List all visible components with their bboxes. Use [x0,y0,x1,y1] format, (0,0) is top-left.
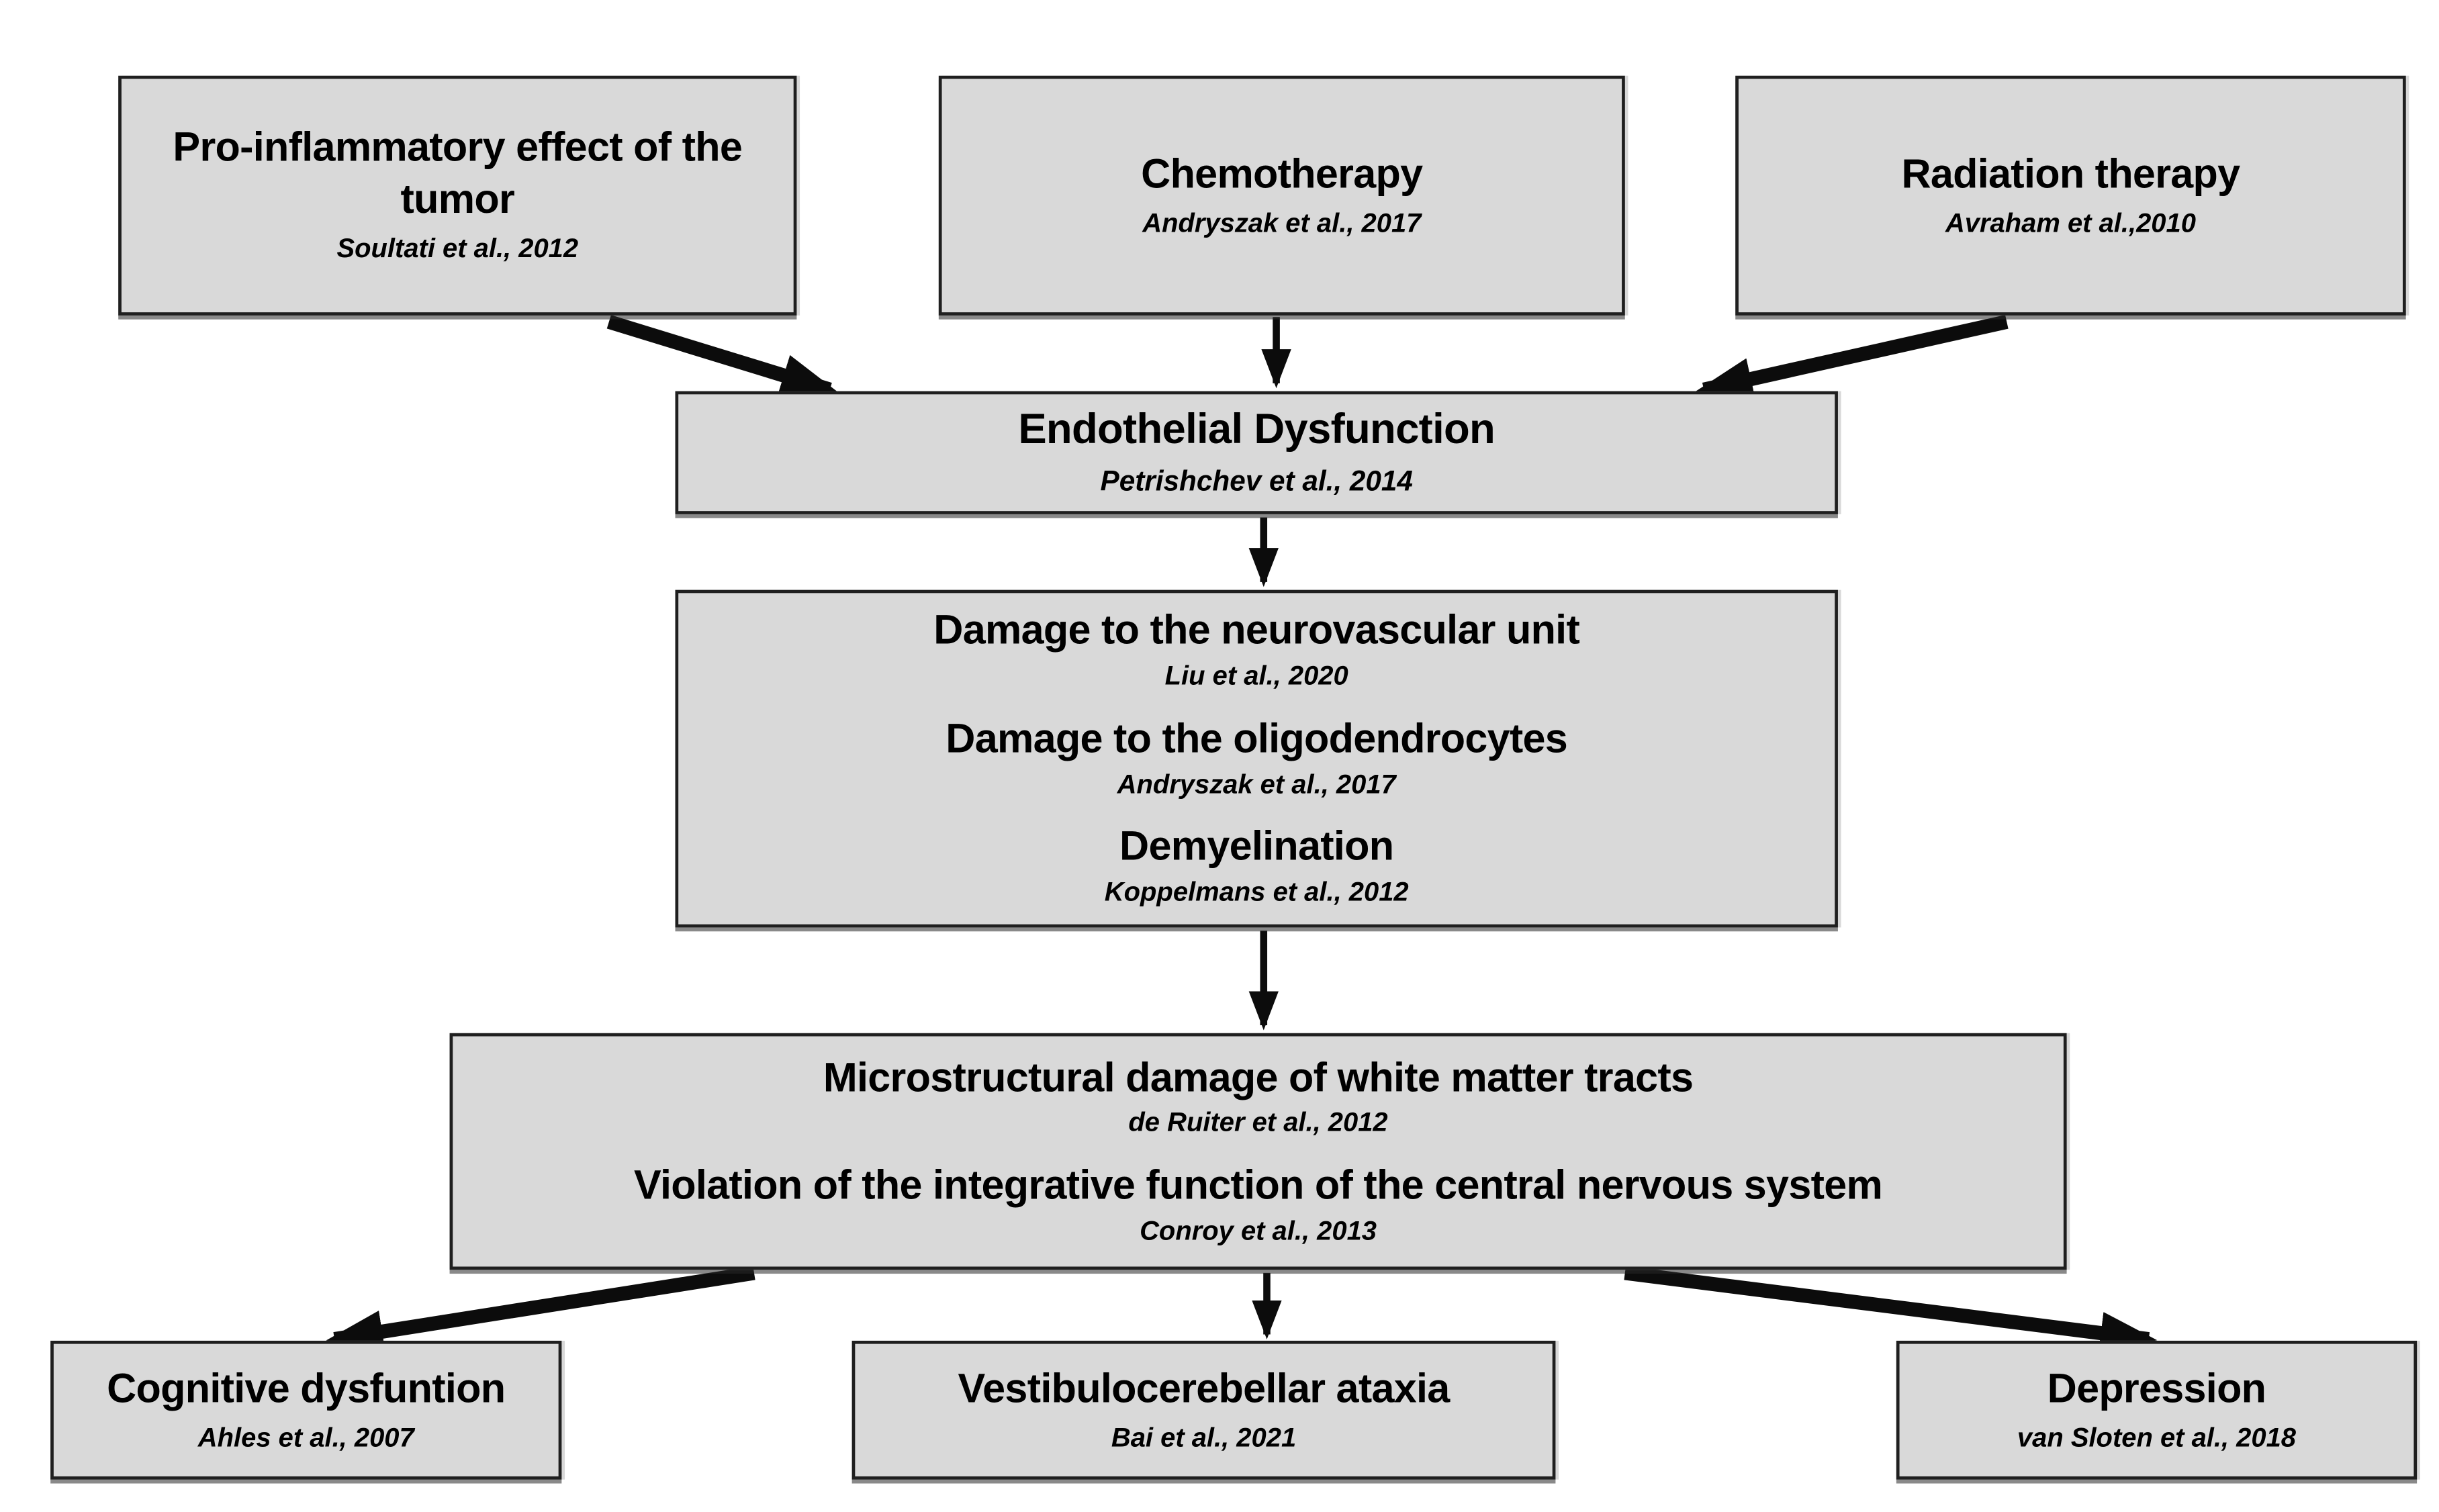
node-citation: Andryszak et al., 2017 [1117,769,1396,800]
node-title: Cognitive dysfuntion [107,1364,506,1412]
node-citation: Conroy et al., 2013 [1140,1215,1377,1246]
damage-entry: Demyelination Koppelmans et al., 2012 [1105,820,1409,912]
node-title: Radiation therapy [1901,149,2240,197]
node-citation: de Ruiter et al., 2012 [1128,1108,1388,1138]
damage-entry: Damage to the oligodendrocytes Andryszak… [946,712,1568,804]
node-citation: Koppelmans et al., 2012 [1104,877,1409,907]
node-title: Demyelination [1119,822,1394,869]
node-cognitive-dysfunction: Cognitive dysfuntion Ahles et al., 2007 [50,1340,562,1480]
node-title: Depression [2047,1364,2266,1412]
micro-entry: Violation of the integrative function of… [634,1160,1883,1251]
node-title: Vestibulocerebellar ataxia [958,1364,1451,1412]
micro-entry: Microstructural damage of white matter t… [823,1051,1694,1143]
node-title: Damage to the oligodendrocytes [946,714,1568,762]
node-citation: van Sloten et al., 2018 [2017,1422,2297,1452]
node-endothelial-dysfunction: Endothelial Dysfunction Petrishchev et a… [675,391,1838,514]
node-white-matter-damage: Microstructural damage of white matter t… [449,1033,2067,1270]
node-title: Pro-inflammatory effect of the tumor [173,124,743,223]
node-citation: Avraham et al.,2010 [1945,207,2196,238]
arrow-micro-to-cognitive [326,1266,755,1353]
node-radiation-therapy: Radiation therapy Avraham et al.,2010 [1735,75,2406,316]
node-citation: Bai et al., 2021 [1111,1422,1297,1452]
node-neurovascular-damage: Damage to the neurovascular unit Liu et … [675,589,1838,928]
node-title: Damage to the neurovascular unit [933,606,1580,654]
node-title: Chemotherapy [1141,149,1423,197]
node-depression: Depression van Sloten et al., 2018 [1896,1340,2418,1480]
node-vestibulocerebellar-ataxia: Vestibulocerebellar ataxia Bai et al., 2… [852,1340,1556,1480]
node-citation: Petrishchev et al., 2014 [1100,466,1413,498]
node-chemotherapy: Chemotherapy Andryszak et al., 2017 [938,75,1625,316]
damage-entry: Damage to the neurovascular unit Liu et … [933,605,1579,697]
node-citation: Soultati et al., 2012 [336,233,579,264]
node-title: Violation of the integrative function of… [634,1161,1883,1209]
node-citation: Liu et al., 2020 [1164,661,1348,692]
arrow-tumor-to-endothelial [606,315,838,397]
arrow-radiation-to-endothelial [1695,314,2009,400]
node-title: Microstructural damage of white matter t… [823,1053,1694,1100]
node-citation: Andryszak et al., 2017 [1142,207,1422,238]
node-title: Endothelial Dysfunction [1018,406,1495,454]
node-pro-inflammatory-tumor: Pro-inflammatory effect of the tumor Sou… [118,75,797,316]
node-citation: Ahles et al., 2007 [197,1422,414,1452]
arrow-micro-to-depression [1624,1266,2158,1354]
